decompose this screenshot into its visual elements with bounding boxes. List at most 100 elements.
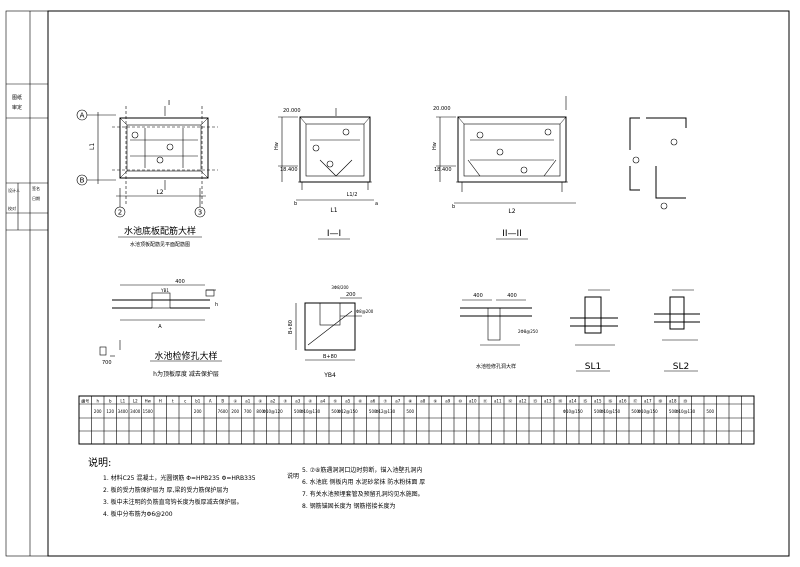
table-cell: Φ10@130 (300, 409, 320, 414)
yb-dim-side: B+80 (288, 320, 294, 334)
table-header-cell: a18 (669, 399, 677, 404)
table-header-cell: 编号 (81, 398, 89, 404)
table-header-cell: c (184, 399, 186, 404)
svg-text:校对: 校对 (8, 205, 16, 211)
table-header-cell: ⑦ (383, 399, 387, 404)
table-cell: 500 (369, 409, 377, 414)
table-header-cell: h (96, 399, 99, 404)
section2-dim-l2: L2 (508, 208, 515, 215)
sl1-title: SL1 (585, 362, 601, 372)
table-cell: 500 (406, 409, 414, 414)
section1-dim-l1: L1 (330, 207, 337, 214)
yb-dim-top: B+80 (323, 354, 337, 360)
table-header-cell: A (209, 399, 212, 404)
table-cell: 200 (194, 409, 202, 414)
table-header-cell: a8 (420, 399, 425, 404)
note-right-1: 5. ⑦⑧筋遇洞洞口边时剪断，锚入池壁孔洞内 (302, 466, 422, 474)
notes-heading: 说明: (88, 456, 111, 469)
hole-dim-400: 400 (175, 279, 185, 285)
hole-dim-a: A (158, 324, 162, 330)
yb-dim-right: Φ8@200 (356, 309, 374, 314)
plan-axis-a: A (80, 112, 85, 120)
pipe-label: 2Φ8@250 (518, 329, 538, 334)
section2-hw: Hw (432, 142, 438, 150)
table-header-cell: a10 (469, 399, 477, 404)
table-header-cell: ⑯ (608, 398, 612, 404)
note-left-1: 1. 材料C25 混凝土，光圆钢筋 Φ=HPB235 Φ=HRB335 (103, 474, 256, 482)
table-cell: 3400 (118, 409, 129, 414)
section2-detail (436, 96, 576, 204)
table-header-cell: ⑧ (408, 399, 412, 404)
table-header-cell: ⑰ (633, 398, 637, 404)
plan-dim-l2: L2 (156, 189, 163, 196)
yb-detail (295, 297, 362, 361)
table-header-cell: ⑮ (583, 398, 587, 404)
table-cell: 500 (706, 409, 714, 414)
hole-detail (99, 284, 216, 357)
section2-title: II—II (502, 229, 522, 239)
sl1-detail (570, 289, 618, 346)
pipe-dim-400a: 400 (473, 293, 483, 299)
table-cell: 700 (244, 409, 252, 414)
note-right-2: 6. 水池底 侧板内用 水泥砂浆抹 防水粉抹面 厚 (302, 478, 425, 486)
svg-text:图纸: 图纸 (12, 94, 22, 101)
section1-hw: Hw (274, 142, 280, 150)
table-header-cell: a6 (370, 399, 375, 404)
note-right-prefix: 说明 (287, 472, 299, 480)
table-header-cell: L1 (120, 399, 125, 404)
table-header-cell: a14 (569, 399, 577, 404)
table-cell: Φ10@150 (563, 409, 583, 414)
note-right-4: 8. 钢筋锚固长度为 钢筋搭接长度为 (302, 502, 396, 510)
svg-text:审定: 审定 (12, 104, 22, 111)
table-cell: 200 (231, 409, 239, 414)
table-header-cell: a17 (644, 399, 652, 404)
table-header-cell: a4 (320, 399, 325, 404)
table-header-cell: ⑲ (683, 398, 687, 404)
table-header-cell: L2 (133, 399, 138, 404)
section1-elev-top: 20.000 (283, 108, 301, 114)
table-cell: 7600 (218, 409, 229, 414)
pipe-dim-400b: 400 (507, 293, 517, 299)
table-cell: 500 (669, 409, 677, 414)
section2-elev-bottom: 18.400 (434, 167, 452, 173)
pipe-title: 水池检修孔洞大样 (476, 363, 516, 370)
table-header-cell: a12 (519, 399, 527, 404)
sheet-border: 图纸 审定 签名 设计人 校对 日期 (5, 10, 790, 557)
table-cell: 120 (106, 409, 114, 414)
plan-axis-3: 3 (198, 209, 202, 217)
yb-dim-gj: 3Φ8/200 (331, 285, 349, 290)
note-left-2: 2. 板的受力筋保护层为 厚,梁的受力筋保护层为 (103, 486, 228, 494)
note-left-4: 4. 板中分布筋为Φ6@200 (103, 510, 173, 518)
plan-title: 水池底板配筋大样 (124, 225, 196, 237)
table-cell: 500 (331, 409, 339, 414)
table-header-cell: a1 (245, 399, 250, 404)
plan-axis-2: 2 (118, 209, 122, 217)
hole-dim-h: h (215, 302, 218, 308)
table-header-cell: a16 (619, 399, 627, 404)
plan-note: 水池顶板配筋见平面配筋图 (130, 241, 190, 248)
table-header-cell: Hw (145, 399, 152, 404)
table-header-cell: ① (233, 399, 237, 404)
table-header-cell: a9 (445, 399, 450, 404)
plan-section-mark: I (168, 99, 170, 107)
plan-axis-b: B (80, 177, 85, 185)
note-left-3: 3. 板中未注明的负筋直弯钩长度为板厚减去保护层。 (103, 498, 243, 506)
table-cell: 500 (594, 409, 602, 414)
table-cell: Φ10@130 (675, 409, 695, 414)
plan-detail (76, 106, 218, 218)
section1-title: I—I (327, 229, 341, 239)
svg-text:日期: 日期 (32, 195, 40, 201)
table-header-cell: ⑥ (358, 399, 362, 404)
table-cell: Φ12@130 (375, 409, 395, 414)
table-header-cell: a7 (395, 399, 400, 404)
table-header-cell: ⑩ (458, 399, 462, 404)
table-header-cell: ⑤ (333, 399, 337, 404)
table-header-cell: t (172, 399, 174, 404)
section1-dim-a: a (375, 201, 378, 207)
table-header-cell: ② (258, 399, 262, 404)
hole-title: 水池检修孔大样 (154, 350, 217, 362)
sl2-detail (654, 289, 700, 341)
table-header-cell: a2 (270, 399, 275, 404)
